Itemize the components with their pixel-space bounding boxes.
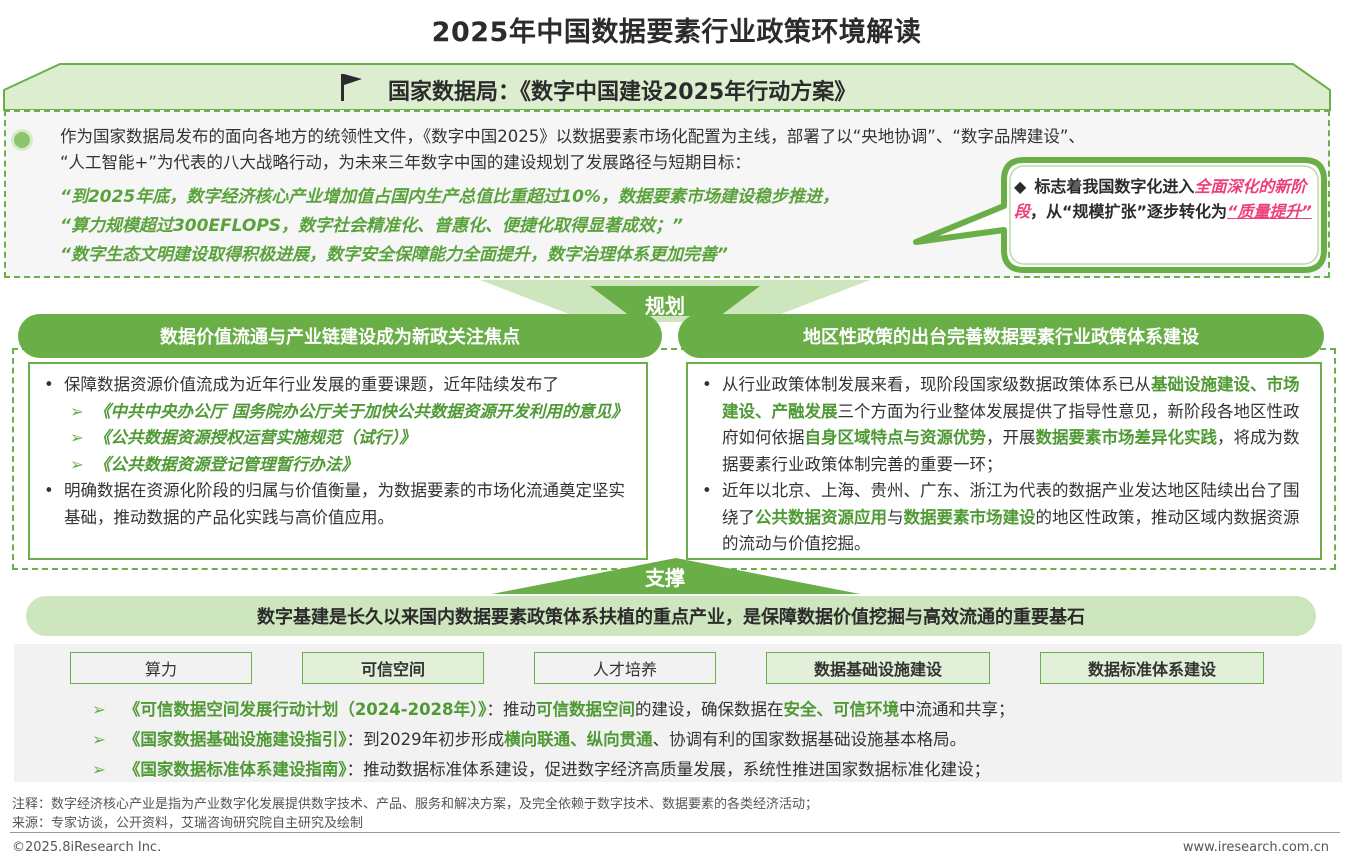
callout-bubble [913, 157, 1327, 273]
highlight-text: 可信数据空间 [536, 700, 636, 719]
target-quote-3: “数字生态文明建设取得积极进展，数字安全保障能力全面提升，数字治理体系更加完善” [60, 245, 728, 265]
body-text: ，开展 [986, 428, 1036, 447]
tag-data-standards: 数据标准体系建设 [1040, 652, 1264, 684]
plan-connector [480, 280, 870, 322]
body-text: ，将成为数据要素行业政策体制完善的重要一环； [722, 428, 1300, 474]
body-text: 与 [887, 507, 904, 527]
intro-line-1: 作为国家数据局发布的面向各地方的统领性文件，《数字中国2025》以数据要素市场化… [60, 127, 1085, 146]
highlight-text: 《可信数据空间发展行动计划（2024-2028年）》 [123, 700, 487, 719]
intro-line-2: “人工智能+”为代表的八大战略行动，为未来三年数字中国的建设规划了发展路径与短期… [60, 153, 751, 172]
left-bullet-1: 保障数据资源价值流成为近年行业发展的重要课题，近年陆续发布了 [36, 372, 638, 399]
callout-highlight-quality: “质量提升” [1227, 202, 1312, 221]
copyright: ©2025.8iResearch Inc. [12, 840, 162, 855]
page-title: 2025年中国数据要素行业政策环境解读 [431, 17, 922, 48]
highlight-text: 安全、可信环境 [783, 700, 900, 719]
arrow-icon: ➢ [92, 730, 106, 749]
right-bullet-1: 从行业政策体制发展来看，现阶段国家级数据政策体系已从基础设施建设、市场建设、产融… [694, 372, 1312, 478]
body-text: 的建设，确保数据在 [635, 700, 784, 719]
arrow-icon: ➢ [70, 454, 84, 474]
body-text: ：推动 [486, 700, 537, 719]
policy-line-3: ➢ 《国家数据标准体系建设指南》：推动数据标准体系建设，促进数字经济高质量发展，系… [92, 756, 990, 780]
highlight-text: 数据要素市场建设 [903, 507, 1036, 527]
arrow-icon: ➢ [70, 428, 84, 447]
arrow-icon: ➢ [92, 760, 106, 779]
body-text: 的地区性政策，推动区域内数据资源的流动与价值挖掘。 [722, 507, 1300, 554]
target-quote-1: “到2025年底，数字经济核心产业增加值占国内生产总值比重超过10%，数据要素市… [60, 187, 839, 207]
highlight-text: 《国家数据基础设施建设指引》 [123, 730, 347, 749]
body-text: ：到2029年初步形成 [346, 730, 505, 749]
flag-icon [341, 74, 362, 101]
body-text: 三个方面为行业整体发展提供了指导性意见，新阶段各地区性政府如何依据 [722, 401, 1300, 448]
footer-divider [10, 832, 1340, 833]
policy-doc-1: ➢《中共中央办公厅 国务院办公厅关于加快公共数据资源开发利用的意见》 [36, 399, 638, 426]
tag-data-infrastructure: 数据基础设施建设 [766, 652, 990, 684]
highlight-text: 《国家数据标准体系建设指南》 [123, 760, 347, 779]
policy-doc-3: ➢《公共数据资源登记管理暂行办法》 [36, 452, 638, 479]
bullet-dot-icon [14, 132, 30, 148]
top-banner-title: 国家数据局：《数字中国建设2025年行动方案》 [388, 80, 857, 105]
highlight-text: 数据要素市场差异化实践 [1035, 428, 1218, 447]
body-text: 近年以北京、上海、贵州、广东、浙江为代表的数据产业发达地区陆续出台了围绕了 [722, 481, 1300, 527]
footnote: 注释：数字经济核心产业是指为产业数字化发展提供数字技术、产品、服务和解决方案，及… [12, 797, 819, 812]
body-text: 从行业政策体制发展来看，现阶段国家级数据政策体系已从 [722, 375, 1151, 394]
arrow-icon: ➢ [70, 401, 84, 421]
callout-highlight-stage: 全面深化的新阶段 [1014, 177, 1307, 221]
left-section-header: 数据价值流通与产业链建设成为新政关注焦点 [18, 314, 662, 358]
right-section-header: 地区性政策的出台完善数据要素行业政策体系建设 [678, 314, 1324, 358]
tag-compute: 算力 [70, 652, 252, 684]
highlight-text: 基础设施建设、市场建设、产融发展 [722, 375, 1300, 421]
policy-doc-2: ➢《公共数据资源授权运营实施规范（试行）》 [36, 425, 638, 452]
policy-line-1: ➢ 《可信数据空间发展行动计划（2024-2028年）》：推动可信数据空间的建设，… [92, 696, 1015, 720]
body-text: 中流通和共享； [899, 700, 1015, 719]
highlight-text: 横向联通、纵向贯通 [504, 730, 653, 749]
intro-text: 作为国家数据局发布的面向各地方的统领性文件，《数字中国2025》以数据要素市场化… [60, 124, 1320, 176]
arrow-icon: ➢ [92, 700, 106, 719]
support-label: 支撑 [645, 566, 685, 590]
diamond-icon: ◆ [1014, 177, 1027, 196]
source-note: 来源：专家访谈，公开资料，艾瑞咨询研究院自主研究及绘制 [12, 816, 364, 831]
plan-label: 规划 [645, 294, 685, 318]
body-text: 、协调有利的国家数据基础设施基本格局。 [652, 730, 967, 749]
policy-line-2: ➢ 《国家数据基础设施建设指引》：到2029年初步形成横向联通、纵向贯通、协调有利… [92, 726, 966, 750]
website-link[interactable]: www.iresearch.com.cn [1182, 840, 1329, 855]
right-content-box: 从行业政策体制发展来看，现阶段国家级数据政策体系已从基础设施建设、市场建设、产融… [686, 362, 1322, 560]
tag-trusted-space: 可信空间 [302, 652, 484, 684]
target-quote-2: “算力规模超过300EFLOPS，数字社会精准化、普惠化、便捷化取得显著成效；” [60, 216, 683, 236]
highlight-text: 公共数据资源应用 [755, 507, 887, 527]
infrastructure-banner: 数字基建是长久以来国内数据要素政策体系扶植的重点产业，是保障数据价值挖掘与高效流… [26, 596, 1316, 636]
left-bullet-2: 明确数据在资源化阶段的归属与价值衡量，为数据要素的市场化流通奠定坚实基础，推动数… [36, 478, 638, 531]
highlight-text: 自身区域特点与资源优势 [804, 428, 987, 447]
left-content-box: 保障数据资源价值流成为近年行业发展的重要课题，近年陆续发布了 ➢《中共中央办公厅… [28, 362, 648, 560]
support-connector [492, 558, 860, 594]
body-text: ：推动数据标准体系建设，促进数字经济高质量发展，系统性推进国家数据标准化建设； [346, 760, 991, 779]
right-bullet-2: 近年以北京、上海、贵州、广东、浙江为代表的数据产业发达地区陆续出台了围绕了公共数… [694, 478, 1312, 558]
callout-text: ◆标志着我国数字化进入全面深化的新阶段，从“规模扩张”逐步转化为“质量提升” [1014, 177, 1312, 221]
tag-talent: 人才培养 [534, 652, 716, 684]
